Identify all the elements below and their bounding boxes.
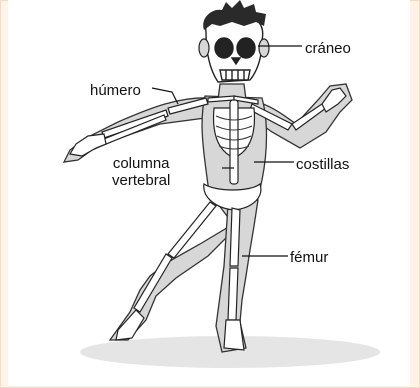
label-costillas: costillas (296, 156, 349, 173)
spine (230, 100, 238, 184)
label-columna-vertebral: columna vertebral (112, 155, 170, 189)
label-femur: fémur (290, 249, 328, 266)
label-craneo: cráneo (305, 40, 351, 57)
label-columna-line2: vertebral (112, 172, 170, 189)
label-columna-line1: columna (112, 155, 170, 172)
femur-bone (230, 208, 240, 266)
label-humero: húmero (90, 82, 141, 99)
body-silhouette (64, 84, 352, 352)
